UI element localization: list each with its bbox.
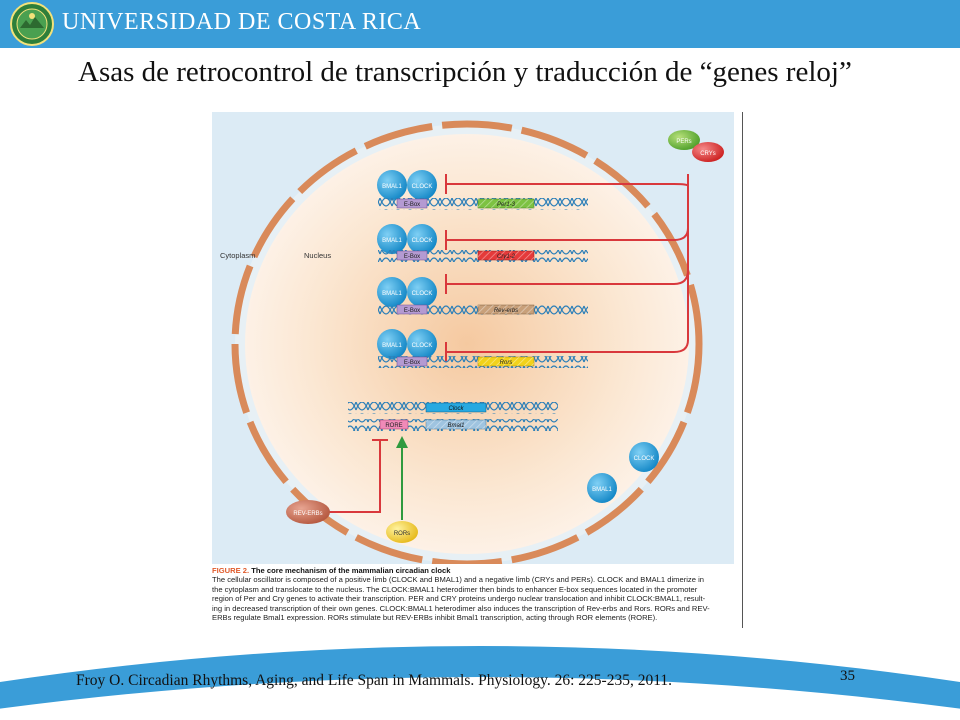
clock-protein [407, 224, 437, 254]
ebox [396, 356, 428, 367]
bmal1-protein [377, 224, 407, 254]
crys-protein [692, 142, 724, 162]
figure-caption: FIGURE 2. The core mechanism of the mamm… [212, 566, 734, 622]
bmal1-label: BMAL1 [382, 343, 402, 349]
gene-row-rev: BMAL1 CLOCK E-Box Rev-erbs [377, 277, 588, 316]
university-seal-icon [10, 2, 54, 46]
circadian-clock-diagram: Cytoplasm Nucleus PERs CRYs BMAL1 CLOCK … [212, 112, 734, 564]
page-number: 35 [840, 668, 855, 684]
caption-line: the cytoplasm and translocate to the nuc… [212, 584, 698, 594]
clock-label: CLOCK [412, 343, 433, 349]
figure-number: FIGURE 2. [212, 566, 250, 575]
clock-label: CLOCK [412, 291, 433, 297]
nucleus-region [245, 134, 689, 554]
university-name: UNIVERSIDAD DE COSTA RICA [62, 9, 422, 35]
ebox-label: E-Box [404, 308, 420, 314]
clock-protein [407, 277, 437, 307]
free-bmal1-protein [587, 473, 617, 503]
clock-label: CLOCK [412, 184, 433, 190]
rev-erbs-protein [286, 500, 330, 524]
caption-title: FIGURE 2. The core mechanism of the mamm… [212, 566, 734, 575]
clock-bmal1-genes: Clock RORE Bmal1 [348, 402, 558, 431]
ebox [396, 250, 428, 261]
header-bar: UNIVERSIDAD DE COSTA RICA [0, 0, 960, 48]
clock-label: CLOCK [412, 238, 433, 244]
footer-wave [0, 646, 960, 720]
slide-title: Asas de retrocontrol de transcripción y … [78, 56, 852, 88]
cytoplasm-label: Cytoplasm [220, 251, 255, 260]
activation-arrow-icon [396, 436, 408, 448]
crys-label: CRYs [700, 151, 716, 157]
inhibition-lines [445, 174, 689, 362]
gene-row-cry: BMAL1 CLOCK E-Box Cry1-2 [377, 224, 588, 262]
rors-label: RORs [394, 531, 410, 537]
cry-gene-label: Cry1-2 [497, 254, 516, 260]
bmal1-protein [377, 277, 407, 307]
ebox-label: E-Box [404, 360, 420, 366]
bmal1-label: BMAL1 [382, 291, 402, 297]
bmal1-protein [377, 329, 407, 359]
clock-protein [407, 329, 437, 359]
caption-line: region of Per and Cry genes to activate … [212, 594, 706, 604]
pers-protein [668, 130, 700, 150]
clock-gene [425, 402, 487, 413]
ebox-label: E-Box [404, 254, 420, 260]
bmal1-gene-label: Bmal1 [447, 423, 464, 429]
caption-line: ing in decreased transcription of their … [212, 603, 710, 613]
ebox [396, 304, 428, 315]
rev-erbs-label: REV-ERBs [293, 511, 322, 517]
rev-erbs-gene-label: Rev-erbs [494, 308, 518, 314]
free-clock-protein [629, 442, 659, 472]
rors-protein [386, 521, 418, 543]
citation: Froy O. Circadian Rhythms, Aging, and Li… [76, 672, 673, 689]
ebox-label: E-Box [404, 202, 420, 208]
pers-label: PERs [676, 139, 691, 145]
gene-row-ror: BMAL1 CLOCK E-Box Rors [377, 329, 588, 368]
per-gene-label: Per1-3 [497, 202, 516, 208]
nucleus-label: Nucleus [304, 251, 331, 260]
figure-title: The core mechanism of the mammalian circ… [251, 566, 451, 575]
bmal1-label: BMAL1 [382, 238, 402, 244]
clock-protein [407, 170, 437, 200]
free-clock-label: CLOCK [634, 456, 655, 462]
caption-line: ERBs regulate Bmal1 expression. RORs sti… [212, 613, 658, 623]
free-bmal1-label: BMAL1 [592, 487, 612, 493]
rors-gene-label: Rors [500, 360, 513, 366]
gene-row-per: BMAL1 CLOCK E-Box Per1-3 [377, 170, 588, 210]
figure-divider [742, 112, 743, 628]
rev-erbs-inhibition-line [322, 440, 381, 513]
clock-gene-label: Clock [448, 406, 464, 412]
rore-element [379, 419, 409, 430]
caption-line: The cellular oscillator is composed of a… [212, 575, 704, 585]
bmal1-label: BMAL1 [382, 184, 402, 190]
ebox [396, 198, 428, 209]
rore-label: RORE [385, 423, 402, 429]
bmal1-protein [377, 170, 407, 200]
